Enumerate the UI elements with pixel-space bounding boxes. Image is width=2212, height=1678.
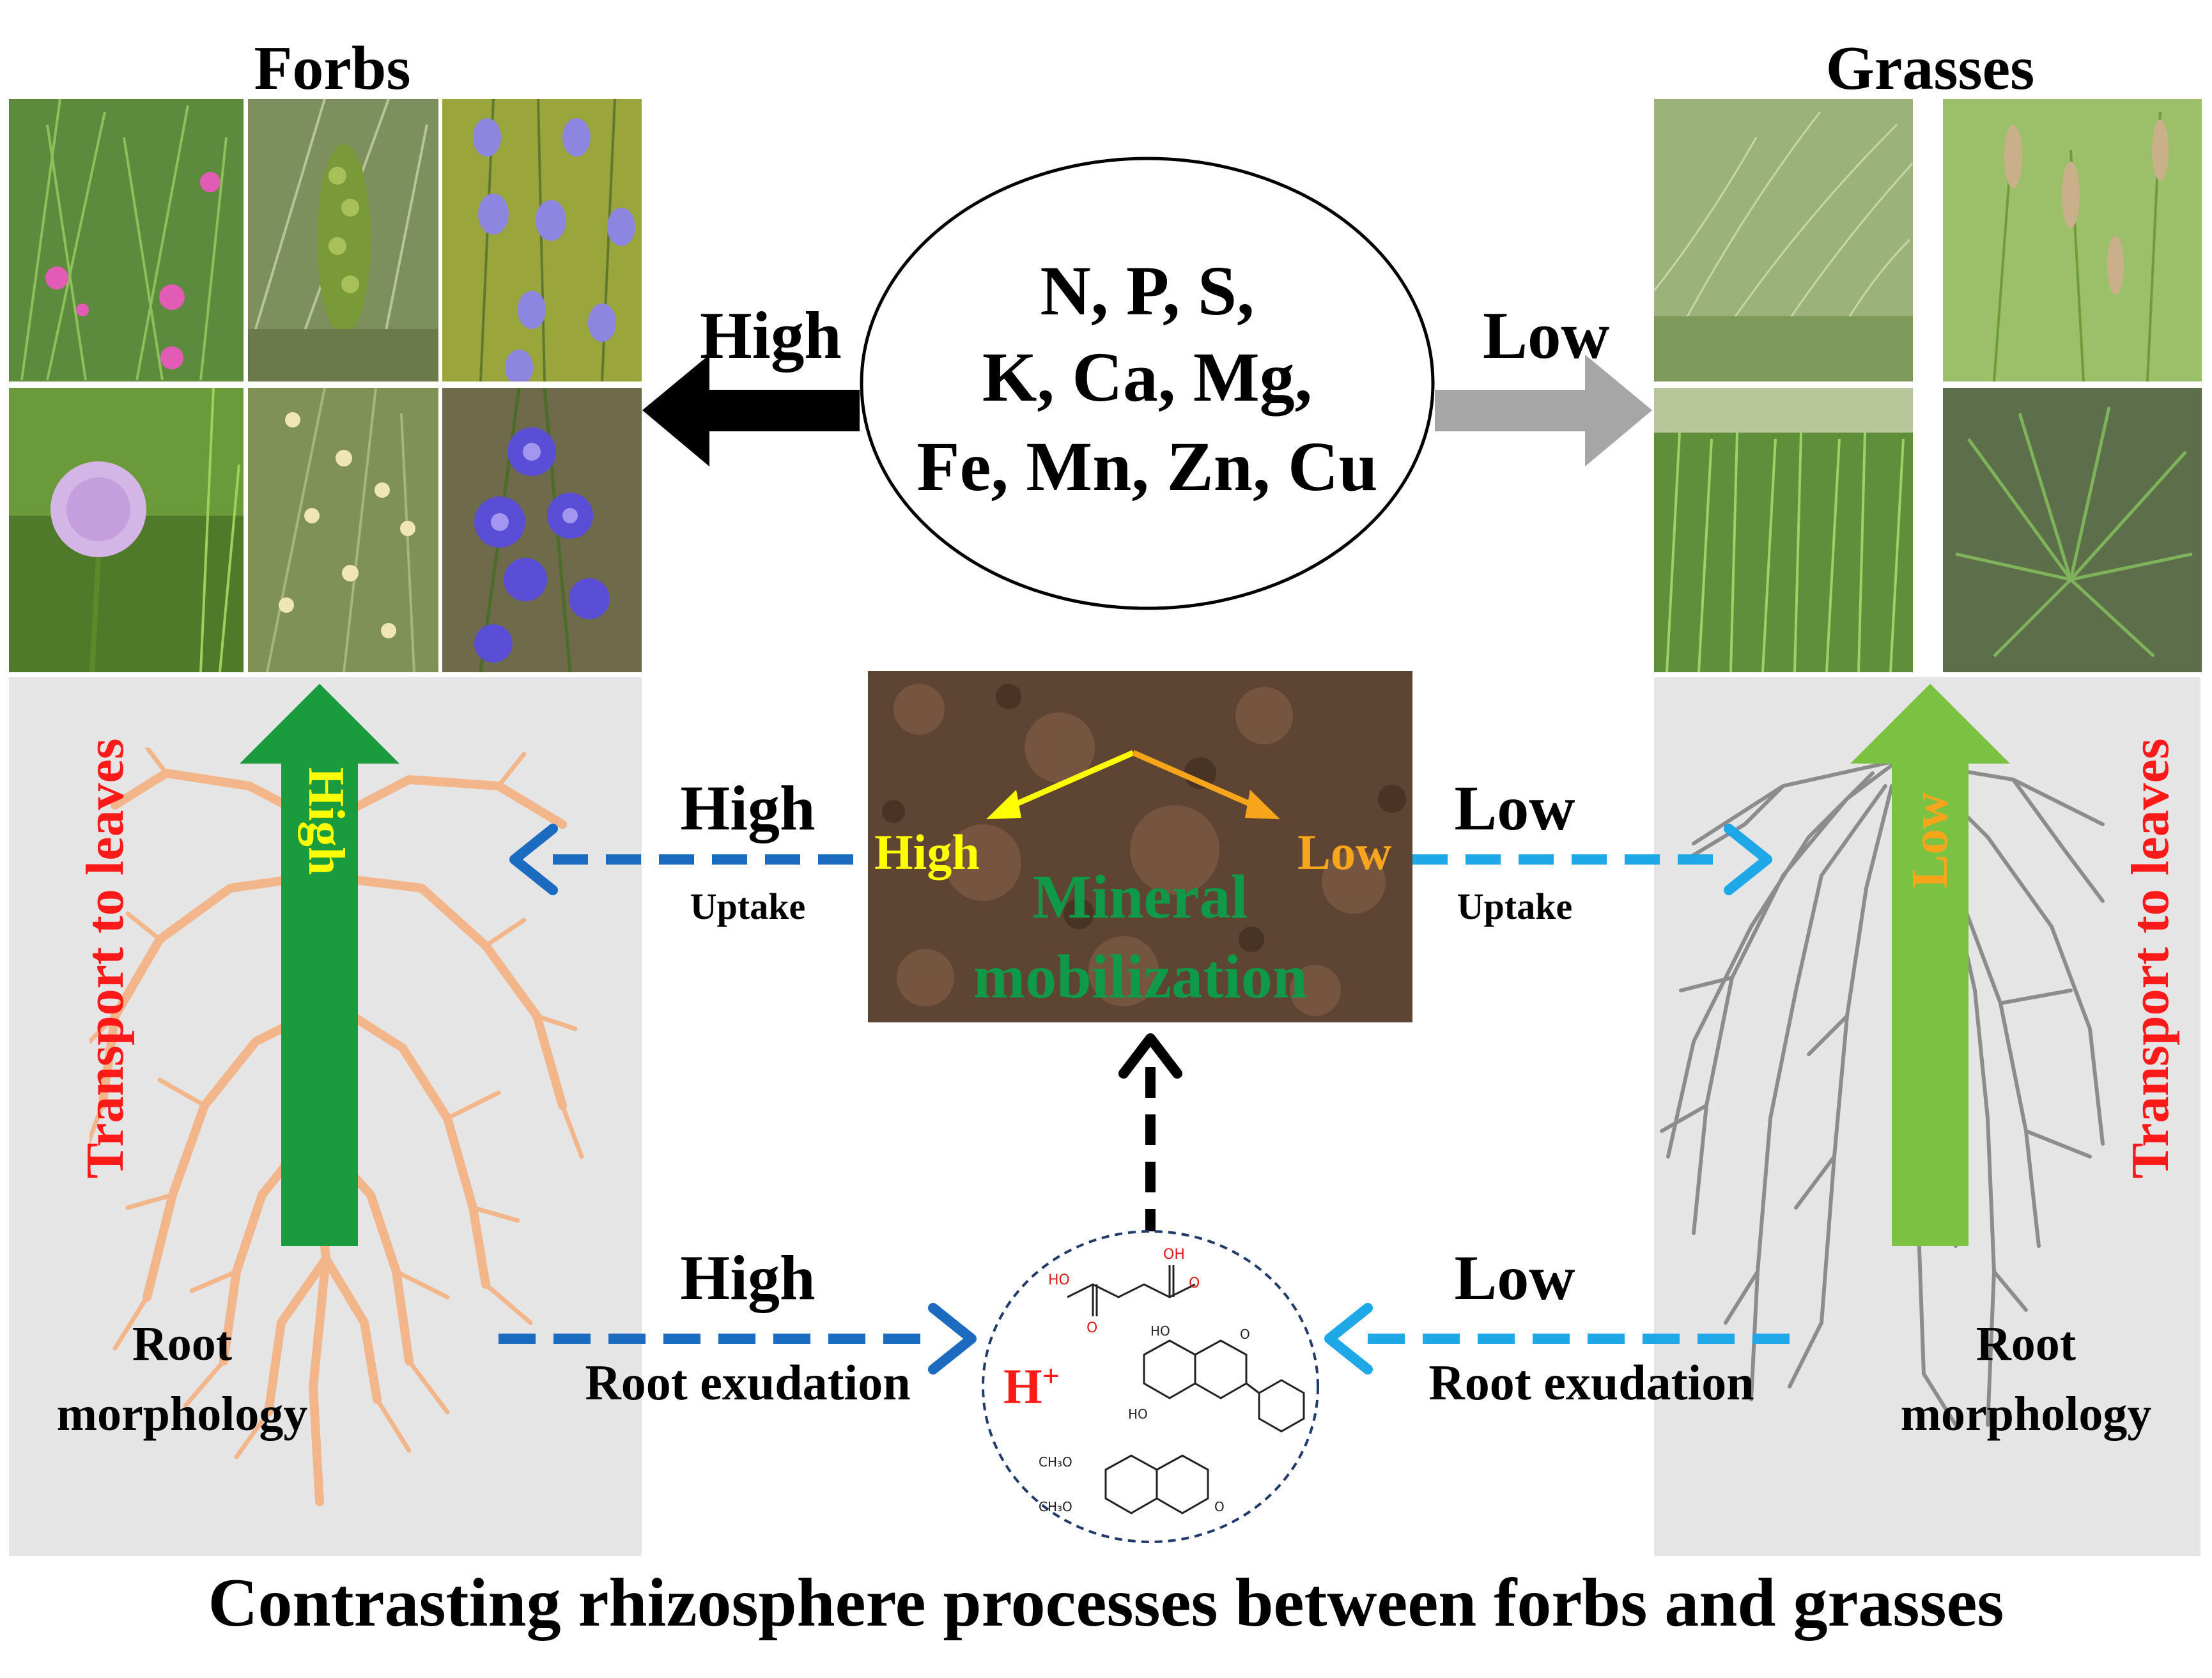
svg-text:CH₃O: CH₃O [1039, 1454, 1072, 1470]
forbs-root-morphology-2: morphology [56, 1387, 308, 1441]
grasses-uptake-label: Uptake [1457, 886, 1573, 927]
forbs-uptake-label: Uptake [690, 886, 806, 927]
grasses-exudation-label: Root exudation [1428, 1355, 1754, 1410]
mineral-mobilization-line-2: mobilization [973, 943, 1308, 1012]
forb-photo-pink-flowers [9, 99, 244, 381]
grass-photo-tussock [1943, 388, 2202, 672]
forb-photo-allium [9, 388, 244, 672]
forb-photo-blue-flowers [442, 388, 642, 672]
forb-photo-yellow-flowers [248, 388, 438, 672]
nutrient-line-2: K, Ca, Mg, [982, 338, 1313, 416]
mineral-mobilization-line-1: Mineral [1032, 863, 1248, 932]
forbs-exudation-label: Root exudation [585, 1355, 911, 1410]
svg-text:O: O [1189, 1275, 1200, 1291]
soil-box [868, 671, 1412, 1022]
svg-text:HO: HO [1048, 1272, 1070, 1288]
grasses-transport-arrow [1850, 684, 2010, 1246]
forbs-uptake-arrow [509, 824, 869, 895]
grasses-uptake-arrow [1412, 824, 1772, 895]
grasses-uptake-level: Low [1454, 773, 1575, 843]
proton-charge: + [1042, 1359, 1060, 1393]
svg-text:O: O [1240, 1327, 1250, 1342]
grasses-exudation-arrow [1324, 1303, 1802, 1374]
forbs-high-arrow [642, 355, 860, 466]
svg-text:O: O [1087, 1320, 1097, 1336]
figure-caption: Contrasting rhizosphere processes betwee… [208, 1565, 2004, 1641]
proton-symbol: H [1003, 1359, 1042, 1414]
grass-photo-meadow [1654, 99, 1913, 381]
soil-high-label: High [874, 824, 980, 880]
forbs-transport-label: Transport to leaves [75, 738, 135, 1179]
svg-text:HO: HO [1128, 1406, 1148, 1422]
forbs-root-morphology-1: Root [132, 1317, 233, 1371]
forbs-title: Forbs [254, 34, 411, 103]
forbs-uptake-level: High [680, 773, 816, 843]
nutrient-ellipse [860, 157, 1435, 610]
proton-label: H+ [1003, 1361, 1060, 1412]
grasses-transport-level: Low [1902, 792, 1958, 889]
forbs-transport-level: High [298, 767, 354, 875]
grasses-root-morphology-1: Root [1976, 1317, 2077, 1371]
svg-text:O: O [1214, 1499, 1225, 1514]
exudate-to-mobilization-arrow [1118, 1033, 1182, 1233]
grass-photo-seedheads [1943, 99, 2202, 381]
forb-photo-bellflowers [442, 99, 642, 381]
grasses-exudation-level: Low [1454, 1242, 1575, 1313]
soil-low-label: Low [1297, 824, 1392, 880]
svg-text:OH: OH [1163, 1247, 1185, 1263]
forb-photo-spike-plant [248, 99, 438, 381]
svg-text:HO: HO [1150, 1323, 1170, 1339]
forbs-transport-arrow [240, 684, 399, 1246]
grasses-title: Grasses [1825, 34, 2035, 103]
grasses-root-morphology-2: morphology [1900, 1387, 2152, 1441]
grasses-concentration-label: Low [1483, 298, 1610, 373]
forbs-exudation-arrow [499, 1303, 977, 1374]
grasses-low-arrow [1435, 355, 1652, 466]
forbs-exudation-level: High [680, 1242, 816, 1313]
grasses-transport-label: Transport to leaves [2121, 738, 2180, 1179]
nutrient-line-1: N, P, S, [1040, 252, 1255, 330]
grass-photo-tall-grass [1654, 388, 1913, 672]
svg-text:CH₃O: CH₃O [1039, 1499, 1072, 1514]
nutrient-line-3: Fe, Mn, Zn, Cu [917, 427, 1378, 505]
forbs-concentration-label: High [700, 298, 842, 373]
